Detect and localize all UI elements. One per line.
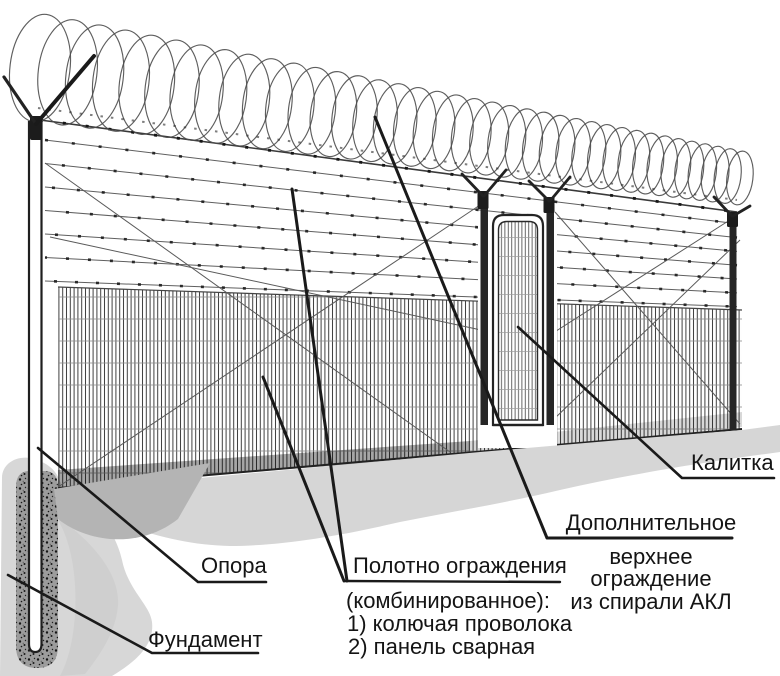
- welded-mesh-panel: [58, 287, 742, 488]
- ground-band: [54, 425, 780, 546]
- leader-fundament: [6, 573, 260, 655]
- leader-kalitka: [516, 325, 776, 480]
- underline-polotno: [343, 579, 562, 584]
- label-fence-panel-2: (комбинированное):: [346, 588, 550, 613]
- barbed-wires: [39, 118, 738, 308]
- main-post: [27, 120, 43, 654]
- label-top-barrier-4: из спирали АКЛ: [570, 589, 732, 614]
- gate: [460, 168, 572, 448]
- label-foundation: Фундамент: [148, 627, 263, 652]
- leader-lines: [6, 115, 776, 655]
- label-top-barrier-1: Дополнительное: [565, 510, 737, 535]
- label-gate: Калитка: [691, 450, 774, 475]
- leader-polotno-b: [261, 375, 346, 583]
- label-fence-panel-4: 2) панель сварная: [348, 634, 536, 659]
- label-fence-panel-3: 1) колючая проволока: [347, 611, 573, 636]
- label-top-barrier-3: ограждение: [590, 566, 712, 591]
- end-post: [712, 195, 752, 430]
- main-post-y-top: [2, 54, 96, 140]
- gate-post-left: [480, 194, 488, 425]
- fence-panel: [39, 118, 743, 489]
- leader-dop: [373, 115, 734, 540]
- gate-post-right: [546, 199, 554, 425]
- gate-door-mesh: [497, 220, 539, 421]
- label-fence-panel-1: Полотно ограждения: [353, 553, 567, 578]
- label-top-barrier-2: верхнее: [609, 544, 693, 569]
- leader-opora: [36, 446, 268, 584]
- leader-polotno-a: [290, 187, 349, 583]
- label-support: Опора: [201, 553, 267, 578]
- brace-wires: [44, 162, 741, 488]
- gate-post-arms: [460, 168, 572, 203]
- concertina-coil: [8, 13, 754, 206]
